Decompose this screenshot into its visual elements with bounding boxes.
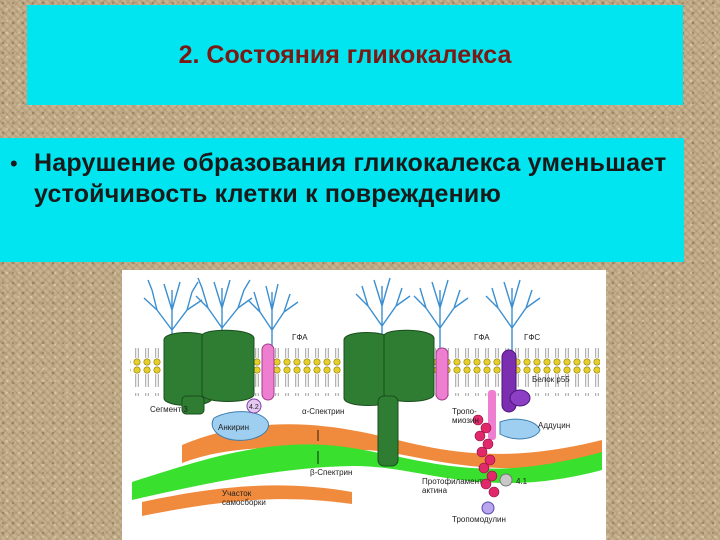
label-gfa-left: ГФА (292, 333, 308, 342)
ankyrin (211, 411, 269, 441)
membrane-figure: ГФА ГФА ГФС Сегмент 3 Анкирин 4.2 α-Спек… (122, 270, 606, 540)
band3-protein-center (343, 329, 435, 467)
spectrin-orange-low (142, 485, 352, 516)
glycocalyx-tree (143, 279, 203, 350)
band3-protein-left (163, 329, 255, 415)
protein-4-1 (499, 473, 513, 487)
tropomyosin-stem (488, 390, 496, 440)
glycocalyx-tree (195, 277, 253, 350)
glycocalyx-tree (413, 279, 469, 350)
glycocalyx-tree (355, 277, 411, 350)
tropomodulin (481, 501, 495, 515)
bullet-marker: • (10, 151, 18, 176)
label-ankyrin: Анкирин (218, 423, 249, 432)
glycocalyx-tree (247, 283, 299, 350)
label-gfs: ГФС (524, 333, 540, 342)
label-beta-spectrin: β-Спектрин (310, 468, 352, 477)
glycocalyx-tree (485, 279, 541, 352)
protein-p55 (509, 389, 531, 407)
membrane-diagram: ГФА ГФА ГФС Сегмент 3 Анкирин 4.2 α-Спек… (130, 277, 602, 524)
glycocalyx-trees (143, 277, 541, 352)
label-4-2: 4.2 (249, 404, 259, 411)
label-protein-p55: Белок р55 (532, 375, 570, 384)
actin-protofilament (472, 414, 500, 498)
slide-title: 2. Состояния гликокалекса (178, 40, 512, 69)
spectrin-green (132, 444, 602, 500)
protein-4-2 (246, 398, 262, 414)
label-4-1: 4.1 (516, 477, 528, 486)
glycophorin-a-center (435, 347, 449, 401)
label-tropomyosin: Тропо-миозин (452, 407, 479, 425)
title-box: 2. Состояния гликокалекса (27, 5, 683, 105)
adducin (499, 418, 541, 440)
label-gfa-right: ГФА (474, 333, 490, 342)
label-alpha-spectrin: α-Спектрин (302, 407, 344, 416)
label-tropomodulin: Тропомодулин (452, 515, 506, 524)
label-adducin: Аддуцин (538, 421, 570, 430)
glycophorin-a-left (261, 343, 275, 401)
bullet-text: Нарушение образования гликокалекса умень… (34, 149, 667, 208)
label-segment3: Сегмент 3 (150, 405, 188, 414)
bullet-box: • Нарушение образования гликокалекса уме… (0, 138, 684, 262)
